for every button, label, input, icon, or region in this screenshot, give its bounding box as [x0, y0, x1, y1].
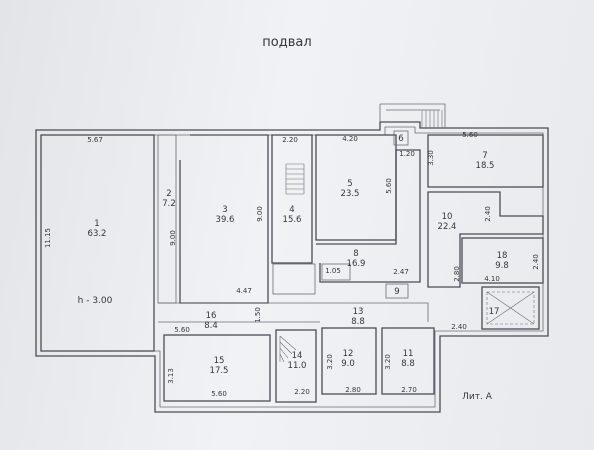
room-area-12: 9.0	[341, 359, 355, 369]
entrance-stair-outline	[379, 103, 446, 128]
room-area-7: 18.5	[476, 161, 495, 171]
entrance-stair-steps	[421, 110, 443, 128]
dimension-label: 3.20	[384, 354, 392, 370]
corridor-13-16	[158, 302, 429, 323]
room-14-stairs	[279, 335, 297, 363]
room-number-2: 2	[166, 189, 171, 199]
dimension-label: 4.10	[484, 275, 500, 283]
plan-title: подвал	[262, 35, 311, 50]
dimension-label: 11.15	[44, 228, 52, 248]
dimension-label: 5.60	[174, 326, 190, 334]
room-number-1: 1	[94, 219, 99, 229]
room-number-13: 13	[353, 307, 364, 317]
room-17-cross	[486, 291, 535, 325]
room-number-5: 5	[347, 179, 352, 189]
dimension-label: 2.20	[294, 388, 310, 396]
room-area-1: 63.2	[88, 229, 107, 239]
room-labels: 163.2 27.2 339.6 415.6 523.5 6 718.5 816.9 9 1022…	[88, 134, 509, 376]
room-area-11: 8.8	[401, 359, 415, 369]
dimension-labels: 5.67 11.15 9.00 9.00 4.47 2.20 4.20 1.20 5.60 3.3…	[44, 131, 540, 398]
room-17	[481, 286, 540, 330]
room-area-2: 7.2	[162, 199, 176, 209]
dimension-label: 2.40	[451, 323, 467, 331]
room-area-16: 8.4	[204, 321, 218, 331]
dimension-label: 9.00	[169, 230, 177, 246]
dimension-label: 3.20	[326, 354, 334, 370]
room-14	[275, 329, 317, 403]
ceiling-height-label: h - 3.00	[78, 296, 113, 306]
room-number-14: 14	[292, 351, 303, 361]
room-10	[427, 191, 544, 288]
dimension-label: 2.70	[401, 386, 417, 394]
room-area-18: 9.8	[495, 261, 509, 271]
room-area-13: 8.8	[351, 317, 365, 327]
room-4	[271, 134, 313, 264]
room-number-12: 12	[343, 349, 354, 359]
outer-wall-inner-line	[40, 126, 544, 408]
room-area-8: 16.9	[347, 259, 366, 269]
dimension-label: 4.20	[342, 135, 358, 143]
room-8	[316, 149, 421, 283]
dimension-label: 2.80	[345, 386, 361, 394]
dimension-label: 3.13	[167, 368, 175, 384]
room-area-15: 17.5	[210, 366, 229, 376]
room-number-7: 7	[482, 151, 487, 161]
room-number-10: 10	[442, 212, 453, 222]
room-11	[381, 327, 435, 395]
litera-label: Лит. А	[462, 392, 493, 402]
room-number-18: 18	[497, 251, 508, 261]
dimension-label: 5.60	[385, 178, 393, 194]
room-number-16: 16	[206, 311, 217, 321]
room-number-9: 9	[394, 287, 399, 297]
dimension-label: 5.67	[87, 136, 103, 144]
dimension-label: 2.80	[453, 266, 461, 282]
room-number-11: 11	[403, 349, 414, 359]
room-number-4: 4	[289, 205, 294, 215]
dimension-label: 2.47	[393, 268, 409, 276]
room-15	[163, 334, 271, 402]
dimension-label: 3.30	[427, 150, 435, 166]
room-area-14: 11.0	[288, 361, 307, 371]
room-4-lower	[272, 263, 316, 295]
dimension-label: 2.40	[532, 254, 540, 270]
dimension-label: 4.47	[236, 287, 252, 295]
dimension-label: 2.40	[484, 206, 492, 222]
dimension-label: 5.60	[211, 390, 227, 398]
room-6	[393, 130, 409, 146]
room-area-3: 39.6	[216, 215, 235, 225]
room-7	[427, 134, 544, 188]
room-2	[157, 134, 177, 304]
dimension-label: 9.00	[256, 206, 264, 222]
dimension-label: 5.60	[462, 131, 478, 139]
room-4-stairs	[285, 163, 305, 195]
dimension-label: 1.50	[254, 307, 262, 323]
dimension-label: 2.20	[282, 136, 298, 144]
room-12	[321, 327, 377, 395]
room-area-5: 23.5	[341, 189, 360, 199]
room-number-17: 17	[489, 307, 500, 317]
room-9	[385, 283, 409, 299]
dimension-label: 1.20	[399, 150, 415, 158]
room-area-4: 15.6	[283, 215, 302, 225]
room-number-8: 8	[353, 249, 358, 259]
room-8-closet	[321, 263, 351, 281]
room-18	[461, 237, 544, 284]
room-area-10: 22.4	[438, 222, 457, 232]
room-number-15: 15	[214, 356, 225, 366]
room-number-6: 6	[398, 134, 403, 144]
room-5	[315, 134, 397, 241]
room-number-3: 3	[222, 205, 227, 215]
dimension-label: 1.05	[325, 267, 341, 275]
room-1	[40, 134, 155, 352]
